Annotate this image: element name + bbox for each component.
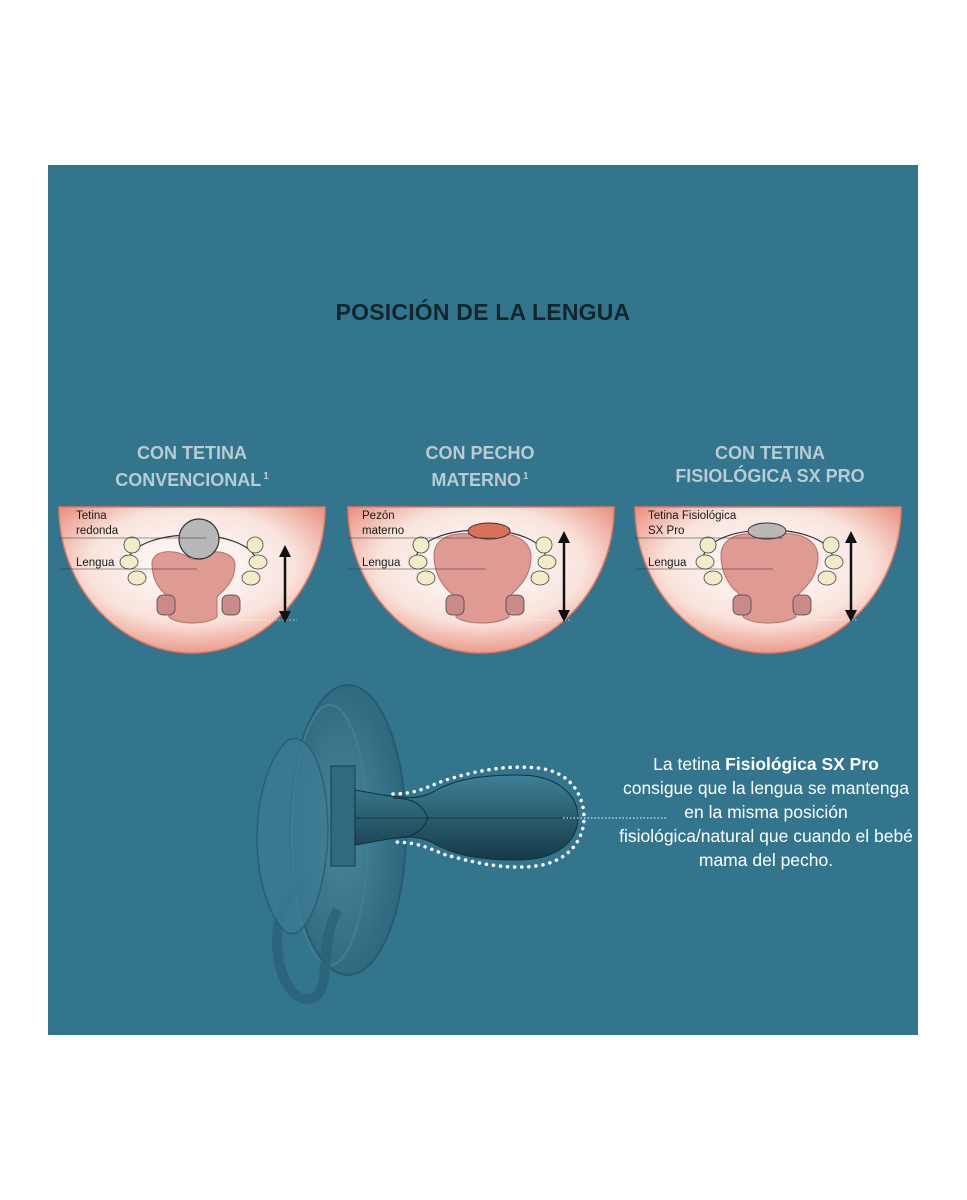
heading-line1: CON TETINA [137,443,247,463]
lower-jaw-left [445,594,465,616]
footnote-marker: 1 [523,471,529,482]
breast-nipple [467,522,511,540]
arrow-down-icon [845,610,857,622]
nipple-label-1: Tetina [76,510,107,522]
infographic-panel: POSICIÓN DE LA LENGUA CON TETINA CONVENC… [48,165,918,1035]
nipple-label-1: Tetina Fisiológica [648,510,737,522]
nipple-label-2: materno [362,525,404,537]
description-text: La tetina Fisiológica SX Pro consigue qu… [616,752,916,872]
description-prefix: La tetina [653,754,726,774]
upper-teeth [408,536,557,586]
arrow-down-icon [558,610,570,622]
pacifier-illustration [256,684,668,1004]
lower-jaw-right [505,594,525,616]
tongue-label: Lengua [76,557,115,569]
round-nipple [178,518,220,560]
mouth-diagram-sx-pro: Tetina Fisiológica SX Pro Lengua [634,506,902,654]
upper-teeth [695,536,844,586]
pacifier-handle [256,737,329,934]
sx-pro-nipple [747,522,787,540]
arrow-up-icon [845,531,857,543]
arrow-up-icon [279,545,291,557]
nipple-label-2: redonda [76,525,119,537]
heading-line1: CON TETINA [715,443,825,463]
pacifier-collar [330,765,356,867]
tongue-label: Lengua [362,557,401,569]
page-title: POSICIÓN DE LA LENGUA [335,299,631,325]
mouth-diagram-conventional: Tetina redonda Lengua [58,506,326,654]
lower-jaw-right [221,594,241,616]
arrow-up-icon [558,531,570,543]
heading-sx-pro: CON TETINA FISIOLÓGICA SX PRO [645,442,895,488]
mouth-diagram-breast: Pezón materno Lengua [347,506,615,654]
lower-jaw-left [156,594,176,616]
description-rest: consigue que la lengua se mantenga en la… [619,778,913,870]
heading-line1: CON PECHO [425,443,535,463]
nipple-label-1: Pezón [362,510,395,522]
nipple-label-2: SX Pro [648,525,684,537]
footnote-marker: 1 [263,471,269,482]
lower-jaw-right [792,594,812,616]
arrow-down-icon [279,611,291,623]
product-name: Fisiológica SX Pro [725,754,879,774]
tongue-label: Lengua [648,557,687,569]
dotted-outline [391,765,586,869]
lower-jaw-left [732,594,752,616]
heading-line2: FISIOLÓGICA SX PRO [675,466,865,486]
upper-teeth [119,536,268,586]
